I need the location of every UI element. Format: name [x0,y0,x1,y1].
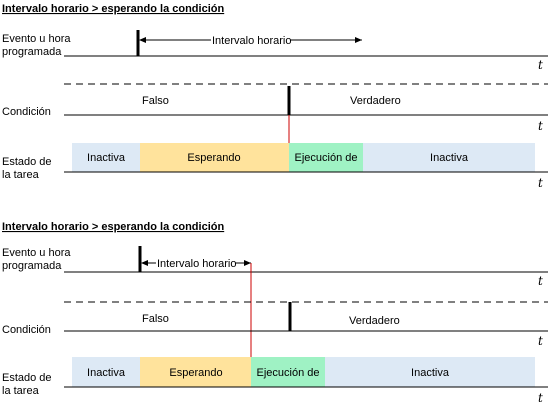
top-state-running-label: Ejecución de [295,152,358,164]
bottom-time-axis-label-2: t [538,334,543,348]
top-diagram: Intervalo horario > esperando la condici… [2,3,548,190]
top-time-axis-label-3: t [538,176,543,190]
bottom-time-axis-label-1: t [538,274,543,288]
bottom-state-inactive-1-label: Inactiva [87,367,126,379]
bottom-event-label-line2: programada [2,260,62,272]
top-state-inactive-2-label: Inactiva [430,152,469,164]
bottom-state-running [251,357,325,387]
bottom-false-label: Falso [142,313,169,325]
top-state-waiting [140,143,289,172]
top-time-axis-label-1: t [538,58,543,72]
top-condition-label: Condición [2,106,51,118]
bottom-task-label-line1: Estado de [2,372,52,384]
bottom-state-waiting [140,357,251,387]
bottom-state-waiting-label: Esperando [169,367,222,379]
top-time-axis-label-2: t [538,119,543,133]
bottom-title: Intervalo horario > esperando la condici… [2,221,224,233]
top-state-waiting-label: Esperando [187,152,240,164]
top-interval-label: Intervalo horario [212,35,292,47]
bottom-state-running-label: Ejecución de [257,367,320,379]
bottom-state-inactive-1 [72,357,140,387]
top-event-label-line1: Evento u hora [2,33,71,45]
bottom-time-axis-label-3: t [538,391,543,405]
bottom-interval-label: Intervalo horario [157,258,237,270]
top-state-running [289,143,363,172]
bottom-diagram: Intervalo horario > esperando la condici… [2,221,548,405]
top-title: Intervalo horario > esperando la condici… [2,3,224,15]
bottom-state-inactive-2-label: Inactiva [411,367,450,379]
top-state-inactive-1 [72,143,140,172]
top-state-inactive-1-label: Inactiva [87,152,126,164]
bottom-true-label: Verdadero [349,315,400,327]
bottom-condition-label: Condición [2,324,51,336]
top-true-label: Verdadero [350,95,401,107]
bottom-event-label-line1: Evento u hora [2,247,71,259]
top-false-label: Falso [142,95,169,107]
top-task-label-line2: la tarea [2,169,40,181]
top-state-inactive-2 [363,143,535,172]
bottom-task-label-line2: la tarea [2,385,40,397]
top-event-label-line2: programada [2,46,62,58]
bottom-state-inactive-2 [325,357,535,387]
top-task-label-line1: Estado de [2,156,52,168]
